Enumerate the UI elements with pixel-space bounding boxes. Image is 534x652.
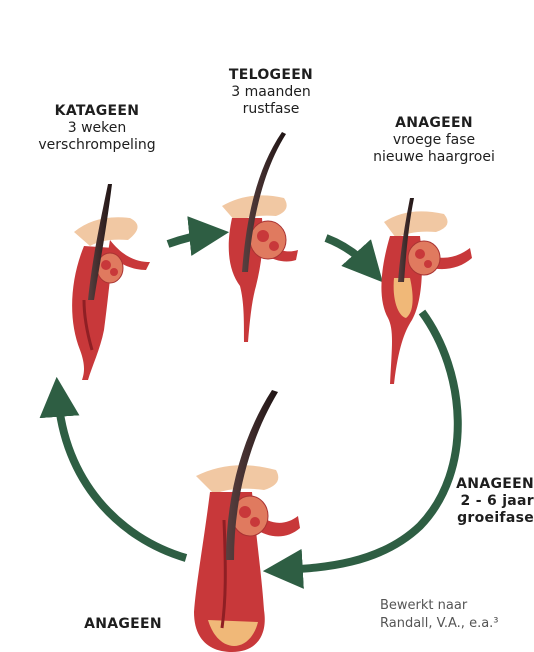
label-anageen-vroeg-phase: vroege fase — [346, 132, 522, 149]
label-anageen-groei-description: groeifase — [444, 510, 534, 527]
label-katageen-duration: 3 weken — [8, 120, 186, 137]
label-katageen-description: verschrompeling — [8, 137, 186, 154]
source-credit: Bewerkt naar Randall, V.A., e.a.³ — [380, 597, 499, 633]
credit-line-1: Bewerkt naar — [380, 597, 499, 615]
label-telogeen-title: TELOGEEN — [196, 67, 346, 84]
arrow-anageen-to-katageen — [58, 396, 186, 558]
label-anageen-groei-duration: 2 - 6 jaar — [444, 493, 534, 510]
arrow-katageen-to-telogeen — [168, 234, 210, 244]
label-anageen-vroeg: ANAGEEN vroege fase nieuwe haargroei — [346, 115, 522, 166]
label-telogeen: TELOGEEN 3 maanden rustfase — [196, 67, 346, 118]
follicle-anageen-vroeg — [381, 198, 472, 384]
label-anageen-vroeg-description: nieuwe haargroei — [346, 149, 522, 166]
label-anageen-groei: ANAGEEN 2 - 6 jaar groeifase — [444, 476, 534, 527]
credit-line-2: Randall, V.A., e.a.³ — [380, 615, 499, 633]
label-anageen-groei-title: ANAGEEN — [444, 476, 534, 493]
label-katageen: KATAGEEN 3 weken verschrompeling — [8, 103, 186, 154]
arrow-telogeen-to-anageen-vroeg — [326, 238, 370, 268]
label-anageen-vroeg-title: ANAGEEN — [346, 115, 522, 132]
follicle-telogeen — [222, 132, 298, 342]
arrow-anageen-vroeg-to-anageen-groei — [282, 312, 458, 570]
label-telogeen-description: rustfase — [196, 101, 346, 118]
label-katageen-title: KATAGEEN — [8, 103, 186, 120]
label-telogeen-duration: 3 maanden — [196, 84, 346, 101]
follicle-anageen — [194, 390, 300, 652]
label-anageen: ANAGEEN — [68, 616, 178, 633]
label-anageen-title: ANAGEEN — [68, 616, 178, 633]
follicle-katageen — [72, 184, 150, 380]
